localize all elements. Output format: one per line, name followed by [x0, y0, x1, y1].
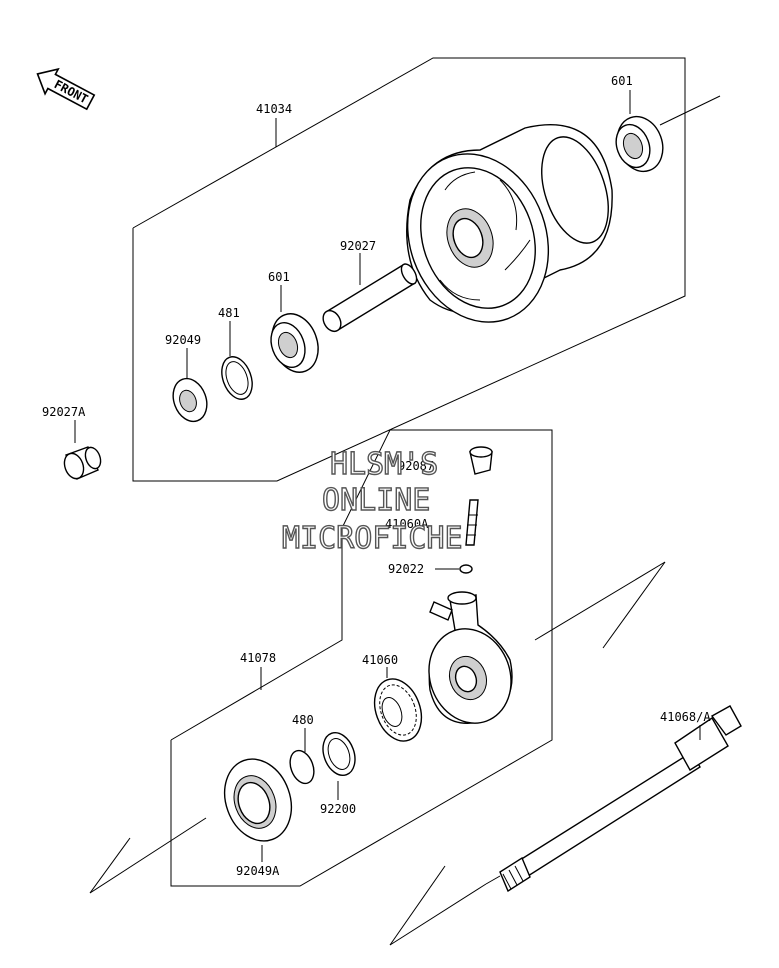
drive-gear — [373, 678, 423, 742]
gear-housing — [428, 591, 513, 724]
snap-ring — [289, 749, 315, 785]
hub — [406, 124, 613, 323]
collar — [63, 446, 102, 480]
label-481: 481 — [218, 306, 240, 320]
watermark-line-2: ONLINE — [322, 483, 430, 518]
bearing-right — [615, 115, 664, 173]
label-601-right: 601 — [611, 74, 633, 88]
label-92022: 92022 — [388, 562, 424, 576]
label-480: 480 — [292, 713, 314, 727]
axle — [389, 705, 742, 946]
shim — [322, 731, 356, 777]
part-labels: 41034 601 92027 601 481 92049 92027A 920… — [42, 74, 711, 878]
label-92049a: 92049A — [236, 864, 280, 878]
front-arrow-icon: FRONT — [36, 67, 96, 111]
label-41078: 41078 — [240, 651, 276, 665]
gear-group-outline — [170, 429, 553, 887]
seal — [172, 377, 208, 423]
bearing-left — [270, 313, 319, 373]
label-41068a: 41068/A — [660, 710, 711, 724]
pinion-shaft — [465, 499, 479, 546]
label-41034: 41034 — [256, 102, 292, 116]
hub-group-outline — [132, 57, 686, 482]
label-41060: 41060 — [362, 653, 398, 667]
label-92027a: 92027A — [42, 405, 86, 419]
leader-lines — [74, 90, 701, 862]
bushing — [469, 446, 493, 475]
watermark-line-1: HLSM'S — [330, 447, 438, 482]
spacer-tube — [322, 263, 418, 333]
label-92049: 92049 — [165, 333, 201, 347]
front-arrow-label: FRONT — [52, 77, 90, 106]
seal-a — [223, 758, 293, 842]
circlip — [221, 356, 253, 400]
label-41060a: 41060A — [385, 517, 429, 531]
label-92200: 92200 — [320, 802, 356, 816]
watermark-line-3: MICROFICHE — [282, 521, 463, 556]
label-601-left: 601 — [268, 270, 290, 284]
watermark: HLSM'S ONLINE MICROFICHE — [281, 446, 463, 556]
label-92087: 92087 — [398, 459, 434, 473]
washer — [459, 564, 473, 574]
label-92027: 92027 — [340, 239, 376, 253]
